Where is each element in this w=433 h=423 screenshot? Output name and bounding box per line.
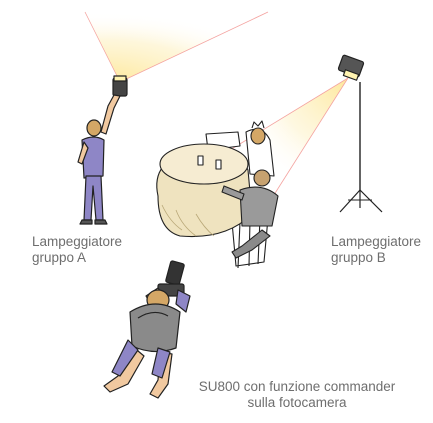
label-flash-group-b: Lampeggiatore gruppo B: [331, 234, 421, 266]
table-with-couple: [157, 121, 278, 268]
camera-lens-icon: [165, 261, 184, 286]
photographer-with-camera: [104, 261, 190, 398]
label-commander-camera-line-2: sulla fotocamera: [188, 395, 406, 411]
label-flash-group-b-line-2: gruppo B: [331, 250, 421, 266]
light-beam-group-a: [85, 12, 268, 82]
label-flash-group-a-line-2: gruppo A: [32, 250, 122, 266]
person-holding-flash-a: [78, 76, 127, 224]
label-flash-group-b-line-1: Lampeggiatore: [331, 234, 421, 250]
label-commander-camera-line-1: SU800 con funzione commander: [188, 379, 406, 395]
flash-b-on-stand: [338, 55, 382, 212]
label-commander-camera: SU800 con funzione commander sulla fotoc…: [188, 379, 406, 411]
label-flash-group-a-line-1: Lampeggiatore: [32, 234, 122, 250]
label-flash-group-a: Lampeggiatore gruppo A: [32, 234, 122, 266]
